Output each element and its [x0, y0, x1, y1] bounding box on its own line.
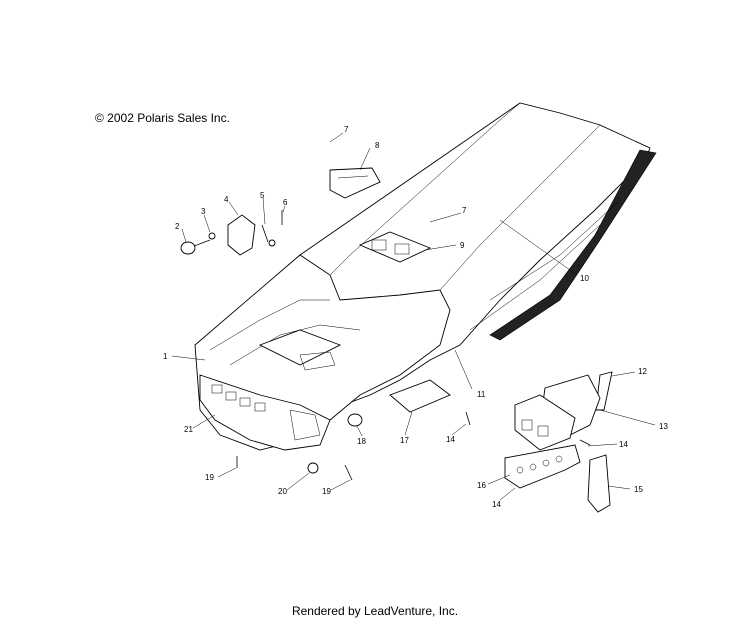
callout-17: 17 [400, 436, 409, 445]
part-9 [358, 231, 432, 263]
callout-20: 20 [278, 487, 287, 496]
callout-19b: 19 [322, 487, 331, 496]
leader-lines [171, 132, 656, 501]
callout-1: 1 [163, 352, 168, 361]
callout-labels: 1 2 3 4 5 6 7 7 8 9 10 11 12 13 14 14 14… [163, 125, 668, 509]
callout-3: 3 [201, 207, 206, 216]
callout-12: 12 [638, 367, 647, 376]
callout-7b: 7 [462, 206, 467, 215]
callout-19a: 19 [205, 473, 214, 482]
callout-5: 5 [260, 191, 265, 200]
callout-13: 13 [659, 422, 668, 431]
copyright-notice: © 2002 Polaris Sales Inc. [95, 111, 230, 125]
callout-15: 15 [634, 485, 643, 494]
render-credit: Rendered by LeadVenture, Inc. [291, 604, 459, 618]
callout-7a: 7 [344, 125, 349, 134]
front-bulkhead [194, 254, 451, 451]
callout-21: 21 [184, 425, 193, 434]
callout-11: 11 [477, 390, 486, 399]
callout-2: 2 [175, 222, 180, 231]
callout-6: 6 [283, 198, 288, 207]
part-8 [329, 167, 381, 199]
callout-8: 8 [375, 141, 380, 150]
parts-17-20 [236, 379, 471, 481]
callout-14b: 14 [446, 435, 455, 444]
callout-14a: 14 [619, 440, 628, 449]
parts-12-16 [504, 371, 613, 513]
callout-9: 9 [460, 241, 465, 250]
callout-4: 4 [224, 195, 229, 204]
callout-16: 16 [477, 481, 486, 490]
callout-14c: 14 [492, 500, 501, 509]
callout-10: 10 [580, 274, 589, 283]
callout-18: 18 [357, 437, 366, 446]
parts-2-6 [180, 210, 283, 256]
